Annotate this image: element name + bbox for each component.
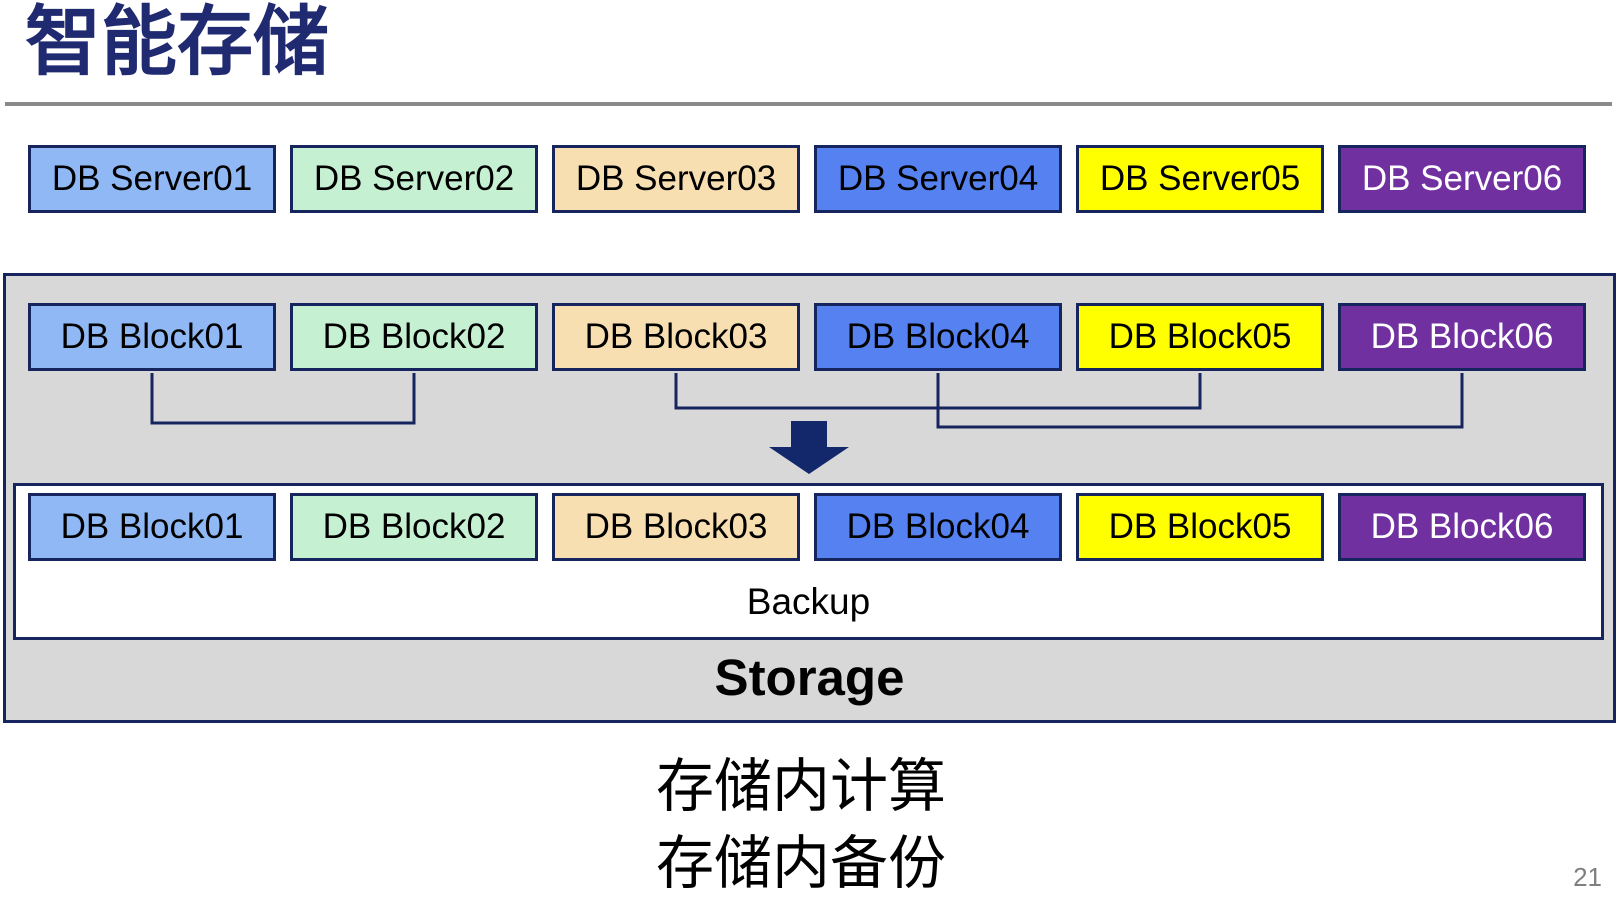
caption-text: 存储内计算 存储内备份: [656, 748, 946, 902]
db-block-top-box-6: DB Block06: [1338, 303, 1586, 371]
db-block-bottom-box-5: DB Block05: [1076, 493, 1324, 561]
db-server-box-6: DB Server06: [1338, 145, 1586, 213]
caption-line-1: 存储内计算: [656, 754, 947, 819]
db-server-box-1: DB Server01: [28, 145, 276, 213]
db-block-bottom-box-4: DB Block04: [814, 493, 1062, 561]
page-number: 21: [1573, 862, 1602, 892]
caption-line-2: 存储内备份: [656, 831, 947, 896]
db-server-row: DB Server01 DB Server02 DB Server03 DB S…: [28, 145, 1586, 213]
db-server-box-4: DB Server04: [814, 145, 1062, 213]
db-server-box-2: DB Server02: [290, 145, 538, 213]
storage-label: Storage: [714, 649, 905, 706]
db-block-bottom-box-3: DB Block03: [552, 493, 800, 561]
db-server-box-5: DB Server05: [1076, 145, 1324, 213]
db-block-top-box-1: DB Block01: [28, 303, 276, 371]
db-block-top-box-4: DB Block04: [814, 303, 1062, 371]
page-title: 智能存储: [25, 0, 329, 85]
db-block-top-box-3: DB Block03: [552, 303, 800, 371]
db-block-bottom-box-1: DB Block01: [28, 493, 276, 561]
title-divider: [5, 102, 1612, 106]
db-block-row-backup: DB Block01 DB Block02 DB Block03 DB Bloc…: [28, 493, 1586, 561]
db-block-bottom-box-6: DB Block06: [1338, 493, 1586, 561]
db-block-top-box-5: DB Block05: [1076, 303, 1324, 371]
db-block-row-source: DB Block01 DB Block02 DB Block03 DB Bloc…: [28, 303, 1586, 371]
db-block-top-box-2: DB Block02: [290, 303, 538, 371]
storage-container: DB Block01 DB Block02 DB Block03 DB Bloc…: [3, 273, 1616, 723]
db-block-bottom-box-2: DB Block02: [290, 493, 538, 561]
db-server-box-3: DB Server03: [552, 145, 800, 213]
backup-container: DB Block01 DB Block02 DB Block03 DB Bloc…: [13, 483, 1604, 640]
backup-label: Backup: [746, 581, 871, 622]
